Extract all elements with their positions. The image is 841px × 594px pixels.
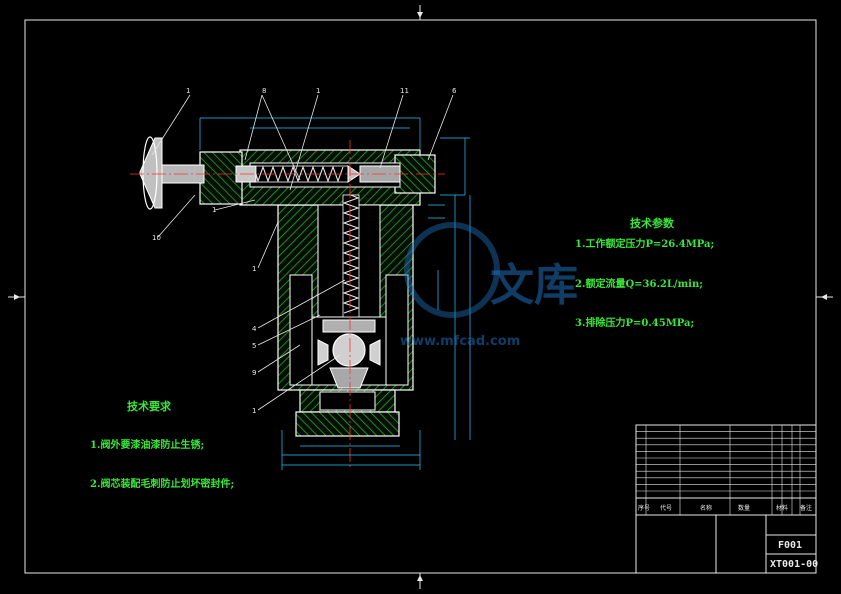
- parts-header-cell: 名称: [700, 504, 712, 512]
- tech-param-2: 2.额定流量Q=36.2L/min;: [575, 277, 703, 290]
- valve-body-section: [199, 149, 436, 437]
- leader-number-3: 1: [316, 87, 320, 95]
- watermark: 文库 www.mfcad.com: [400, 222, 578, 349]
- leader-number-1: 1: [186, 87, 190, 95]
- leader-number-5: 6: [452, 87, 457, 95]
- tech-req-title: 技术要求: [127, 399, 172, 413]
- drawing-number: XT001-00: [770, 559, 818, 570]
- tech-params-title: 技术参数: [630, 216, 675, 230]
- tech-req-1: 1.阀外要漆油漆防止生锈;: [90, 438, 204, 451]
- tech-param-3: 3.排除压力P=0.45MPa;: [575, 316, 694, 329]
- part-number: F001: [778, 540, 802, 551]
- technical-requirements: 技术要求 1.阀外要漆油漆防止生锈; 2.阀芯装配毛刺防止划坏密封件;: [90, 399, 234, 490]
- parts-header-cell: 数量: [738, 504, 750, 512]
- watermark-url: www.mfcad.com: [400, 334, 520, 349]
- vertical-spring: [342, 194, 360, 318]
- leader-number-4: 11: [400, 87, 409, 95]
- leader-number-6: 10: [152, 234, 161, 242]
- leader-number-12: 1: [252, 407, 256, 415]
- leader-number-7: 1: [212, 206, 216, 214]
- check-valve-ball: [317, 319, 381, 389]
- tech-req-2: 2.阀芯装配毛刺防止划坏密封件;: [90, 477, 234, 490]
- title-block: 序号 代号 名称 数量 材料 备注 F001 XT001-00: [635, 424, 818, 574]
- leader-lines: [151, 94, 454, 411]
- leader-number-11: 9: [252, 369, 256, 377]
- centerlines: [130, 140, 445, 470]
- leader-number-10: 5: [252, 342, 256, 350]
- parts-header-cell: 代号: [660, 504, 672, 512]
- technical-parameters: 技术参数 1.工作额定压力P=26.4MPa; 2.额定流量Q=36.2L/mi…: [575, 216, 714, 329]
- leader-number-9: 4: [252, 325, 257, 333]
- leader-number-2: 8: [262, 87, 266, 95]
- parts-header-cell: 备注: [800, 504, 812, 512]
- tech-param-1: 1.工作额定压力P=26.4MPa;: [575, 237, 714, 250]
- leader-number-8: 1: [252, 265, 256, 273]
- parts-header-cell: 序号: [638, 504, 650, 512]
- watermark-text: 文库: [490, 260, 578, 311]
- drawing-frame: [8, 5, 833, 589]
- watermark-logo-icon: [404, 222, 500, 318]
- parts-header-cell: 材料: [776, 504, 788, 512]
